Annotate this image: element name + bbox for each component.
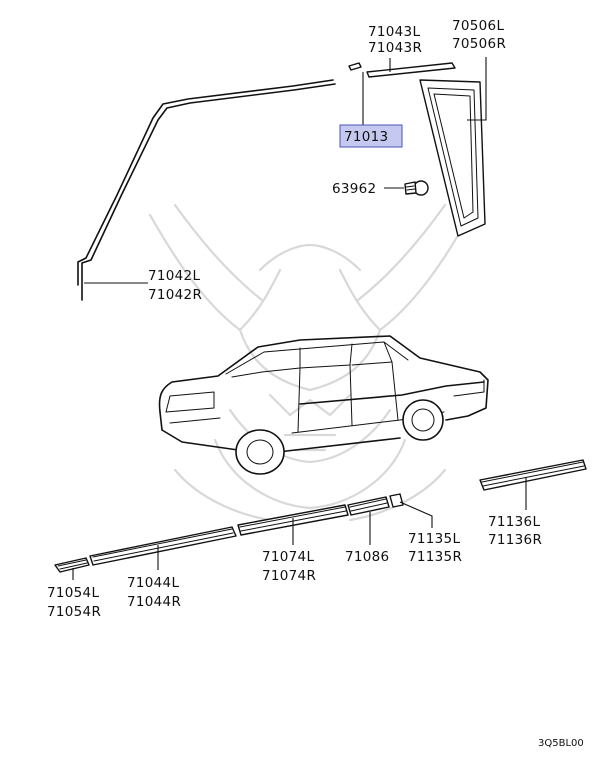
- svg-text:71044R: 71044R: [127, 594, 181, 610]
- svg-text:71136R: 71136R: [488, 532, 542, 548]
- diagram-code: 3Q5BL00: [538, 738, 584, 749]
- svg-text:71044L: 71044L: [127, 575, 179, 591]
- callout-71086[interactable]: 71086: [345, 549, 389, 565]
- center-pillar-garnish[interactable]: [419, 79, 486, 237]
- callout-71135[interactable]: 71135L 71135R: [408, 531, 462, 565]
- svg-text:71135R: 71135R: [408, 549, 462, 565]
- window-frame-molding[interactable]: [77, 79, 336, 301]
- callout-70506[interactable]: 70506L 70506R: [452, 18, 506, 52]
- svg-text:71054L: 71054L: [47, 585, 99, 601]
- svg-text:70506L: 70506L: [452, 18, 504, 34]
- quarter-end-molding-71135[interactable]: [389, 493, 404, 508]
- quarter-molding-71086[interactable]: [347, 496, 390, 516]
- callout-71074[interactable]: 71074L 71074R: [262, 549, 316, 584]
- drip-molding-clip[interactable]: [348, 62, 456, 78]
- rocker-molding-71054[interactable]: [54, 557, 90, 573]
- svg-text:70506R: 70506R: [452, 36, 506, 52]
- callout-71042[interactable]: 71042L 71042R: [148, 268, 202, 303]
- svg-text:71042L: 71042L: [148, 268, 200, 284]
- svg-text:71043R: 71043R: [368, 40, 422, 56]
- leader-71135: [399, 501, 433, 528]
- callout-71043[interactable]: 71043L 71043R: [368, 24, 422, 56]
- moulding-clip[interactable]: [404, 180, 429, 196]
- svg-text:71086: 71086: [345, 549, 389, 565]
- svg-text:71054R: 71054R: [47, 604, 101, 620]
- samurai-helmet-watermark: [148, 203, 472, 522]
- door-molding-front-71044[interactable]: [89, 526, 237, 566]
- svg-text:71043L: 71043L: [368, 24, 420, 40]
- svg-text:71135L: 71135L: [408, 531, 460, 547]
- svg-text:71042R: 71042R: [148, 287, 202, 303]
- leader-70506: [467, 57, 487, 121]
- callout-71054[interactable]: 71054L 71054R: [47, 585, 101, 620]
- callout-63962[interactable]: 63962: [332, 181, 376, 197]
- bumper-molding-71136[interactable]: [479, 459, 587, 491]
- svg-text:71013: 71013: [344, 129, 388, 145]
- callout-71136[interactable]: 71136L 71136R: [488, 514, 542, 548]
- svg-text:71074L: 71074L: [262, 549, 314, 565]
- callout-71044[interactable]: 71044L 71044R: [127, 575, 181, 610]
- svg-text:63962: 63962: [332, 181, 376, 197]
- svg-text:71136L: 71136L: [488, 514, 540, 530]
- callout-71013-highlighted[interactable]: 71013: [339, 124, 403, 148]
- svg-text:71074R: 71074R: [262, 568, 316, 584]
- car-illustration: [158, 335, 489, 475]
